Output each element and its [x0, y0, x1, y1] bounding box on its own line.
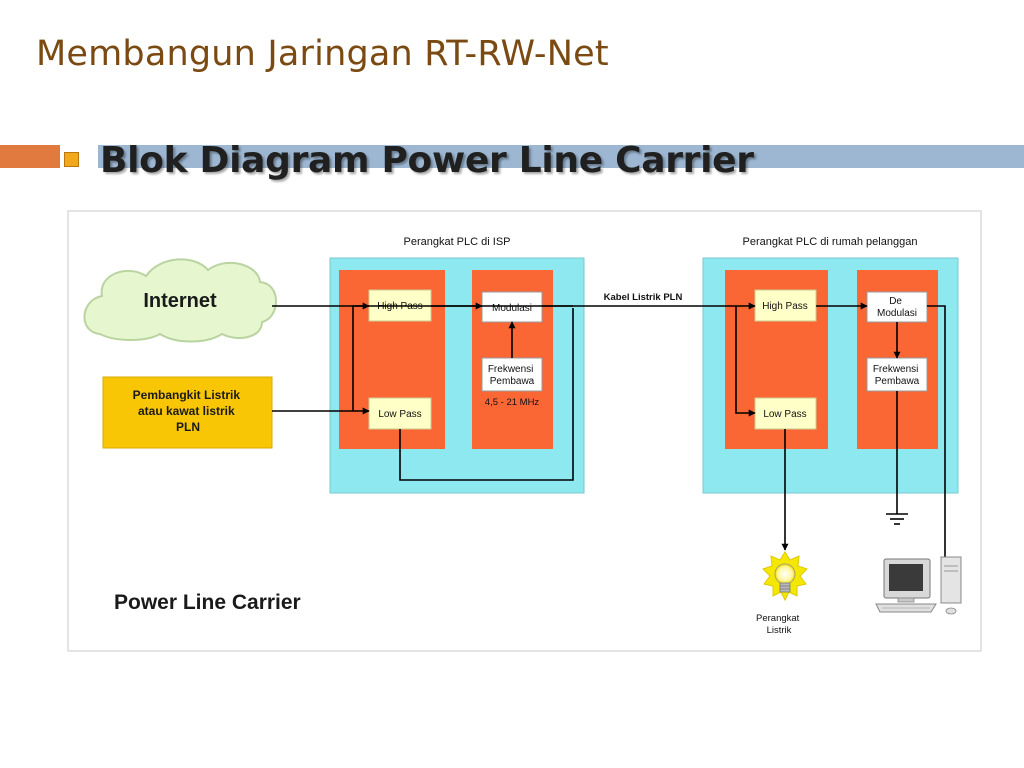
accent-band-left: [0, 145, 60, 168]
accent-band-right: [98, 145, 1024, 168]
isp-carrier-frequency-block: [481, 357, 543, 392]
isp-carrier-frequency-label: Frekwensi Pembawa: [488, 364, 536, 387]
customer-group-label: Perangkat PLC di rumah pelanggan: [743, 236, 918, 248]
computer-icon: [875, 556, 962, 615]
light-bulb-icon: [762, 551, 808, 602]
connection-lines: [272, 302, 946, 558]
appliance-label: Perangkat Listrik: [756, 613, 802, 636]
modulation-label: Modulasi: [492, 303, 532, 314]
slide-title: Membangun Jaringan RT-RW-Net: [36, 34, 609, 74]
customer-carrier-frequency-block: [866, 357, 928, 392]
power-source-box: [102, 376, 273, 449]
power-source-label: Pembangkit Listrik atau kawat listrik PL…: [133, 388, 244, 434]
isp-low-pass-label: Low Pass: [378, 409, 421, 420]
customer-low-pass-label: Low Pass: [763, 409, 806, 420]
internet-label: Internet: [143, 290, 217, 312]
demodulation-label: De Modulasi: [877, 296, 917, 319]
modulation-block: [481, 291, 543, 323]
ground-icon: [886, 513, 908, 525]
isp-group-label: Perangkat PLC di ISP: [403, 236, 510, 248]
cloud-icon: [83, 258, 277, 343]
customer-carrier-frequency-label: Frekwensi Pembawa: [873, 364, 921, 387]
isp-low-pass-block: [368, 397, 432, 430]
customer-high-pass-label: High Pass: [762, 301, 808, 312]
diagram-caption: Power Line Carrier: [114, 591, 301, 614]
section-heading: Blok Diagram Power Line Carrier: [100, 140, 754, 181]
cable-label: Kabel Listrik PLN: [604, 292, 683, 303]
bullet-icon: [64, 152, 79, 167]
demodulation-block: [866, 291, 928, 323]
frequency-range-label: 4,5 - 21 MHz: [485, 397, 540, 408]
